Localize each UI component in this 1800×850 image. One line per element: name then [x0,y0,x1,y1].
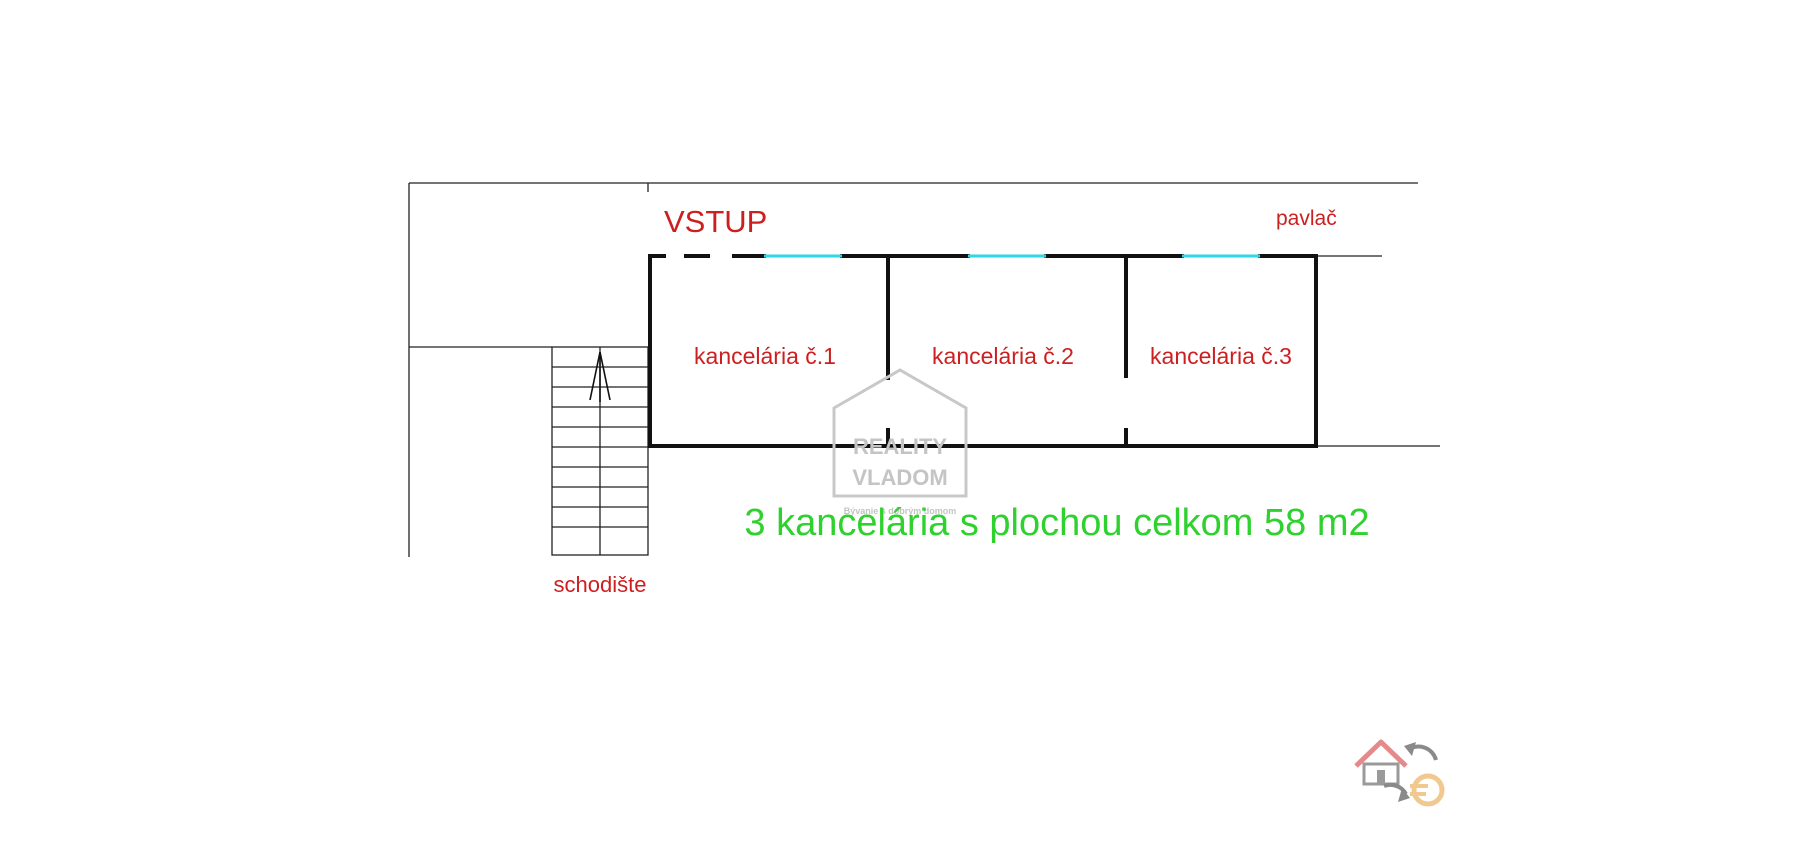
stairs-label: schodište [554,572,647,597]
watermark-tagline: Bývanie s dobrým domom [844,506,957,516]
stairs-arrow-icon [589,351,611,402]
house-exchange-logo-icon [1354,739,1445,807]
watermark-line2: VLADOM [852,465,947,490]
office-3-label: kancelária č.3 [1150,343,1292,369]
gallery-label: pavlač [1276,207,1337,230]
office-1-label: kancelária č.1 [694,343,836,369]
office-walls [648,254,1318,448]
watermark-logo: REALITY VLADOM Bývanie s dobrým domom [832,368,968,516]
staircase [551,346,649,556]
entrance-label: VSTUP [664,204,767,239]
house-outline-icon [832,368,968,498]
office-2-label: kancelária č.2 [932,343,1074,369]
building-outline [408,182,1440,557]
watermark-line1: REALITY [853,434,947,459]
summary-label: 3 kancelária s plochou celkom 58 m2 [744,502,1369,544]
